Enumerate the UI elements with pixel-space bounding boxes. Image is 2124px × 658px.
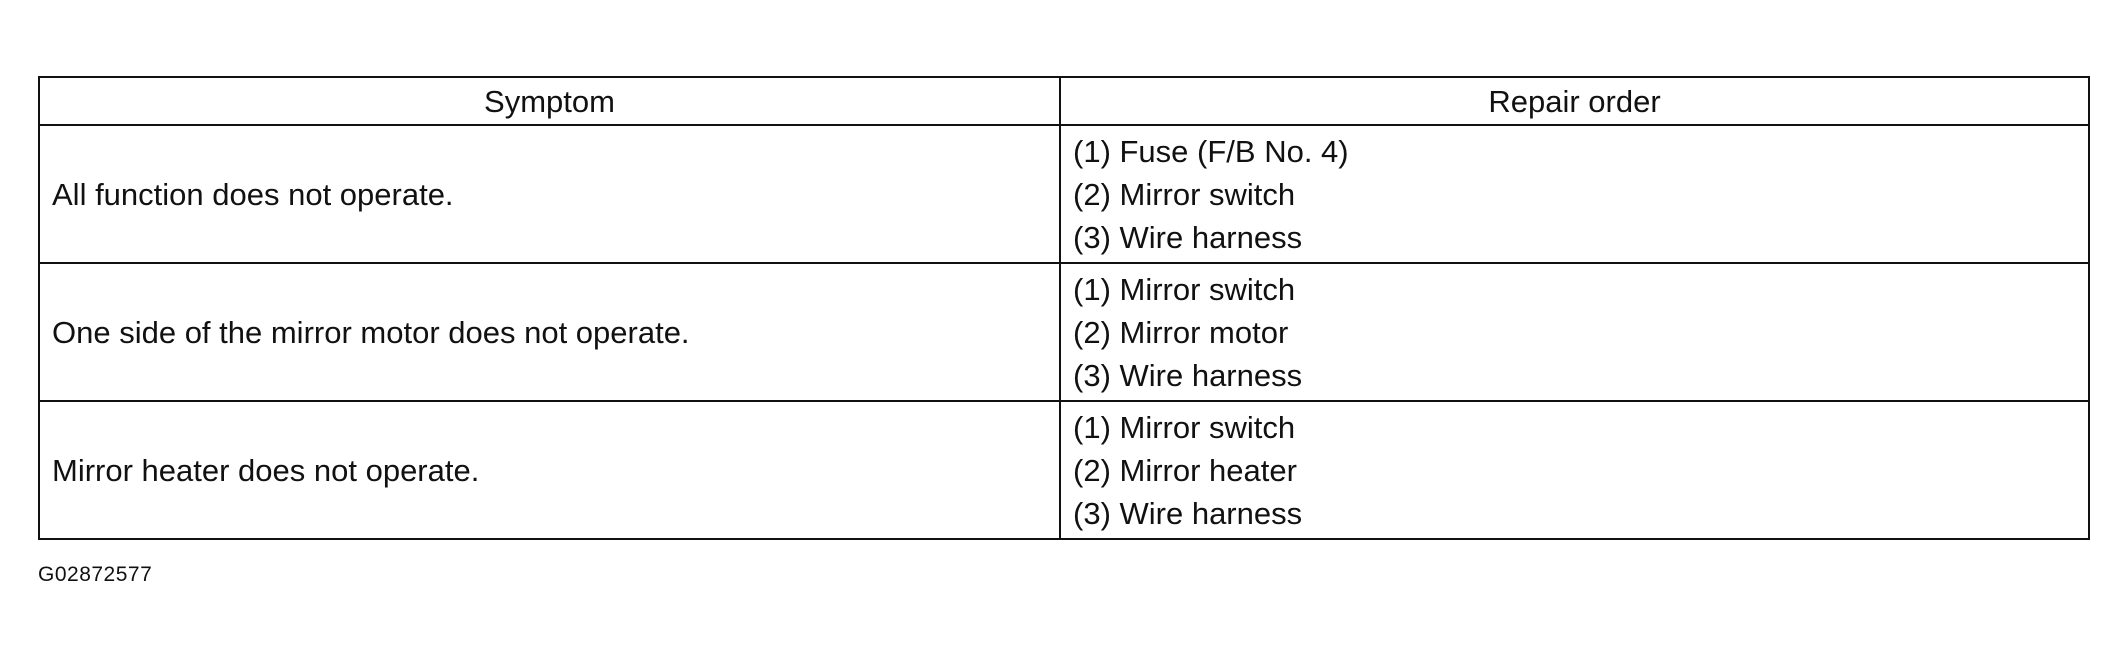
- table-row: All function does not operate. (1) Fuse …: [38, 124, 2090, 264]
- symptom-cell: Mirror heater does not operate.: [38, 400, 1061, 540]
- repair-step: (3) Wire harness: [1073, 495, 1303, 531]
- repair-order-column-header: Repair order: [1059, 76, 2090, 126]
- table-header-row: Symptom Repair order: [38, 76, 2090, 126]
- repair-step: (1) Fuse (F/B No. 4): [1073, 133, 1349, 169]
- symptom-cell: One side of the mirror motor does not op…: [38, 262, 1061, 402]
- symptom-column-header: Symptom: [38, 76, 1061, 126]
- troubleshooting-table: Symptom Repair order All function does n…: [38, 76, 2090, 540]
- repair-step: (1) Mirror switch: [1073, 409, 1296, 445]
- repair-step: (2) Mirror switch: [1073, 176, 1296, 212]
- repair-step: (3) Wire harness: [1073, 219, 1303, 255]
- repair-order-cell: (1) Mirror switch (2) Mirror heater (3) …: [1059, 400, 2090, 540]
- repair-order-cell: (1) Mirror switch (2) Mirror motor (3) W…: [1059, 262, 2090, 402]
- table-row: One side of the mirror motor does not op…: [38, 262, 2090, 402]
- repair-step: (1) Mirror switch: [1073, 271, 1296, 307]
- symptom-cell: All function does not operate.: [38, 124, 1061, 264]
- repair-step: (2) Mirror motor: [1073, 314, 1289, 350]
- repair-step: (2) Mirror heater: [1073, 452, 1297, 488]
- table-row: Mirror heater does not operate. (1) Mirr…: [38, 400, 2090, 540]
- troubleshooting-table-container: Symptom Repair order All function does n…: [38, 76, 2090, 540]
- figure-id-label: G02872577: [38, 563, 153, 586]
- repair-order-cell: (1) Fuse (F/B No. 4) (2) Mirror switch (…: [1059, 124, 2090, 264]
- repair-step: (3) Wire harness: [1073, 357, 1303, 393]
